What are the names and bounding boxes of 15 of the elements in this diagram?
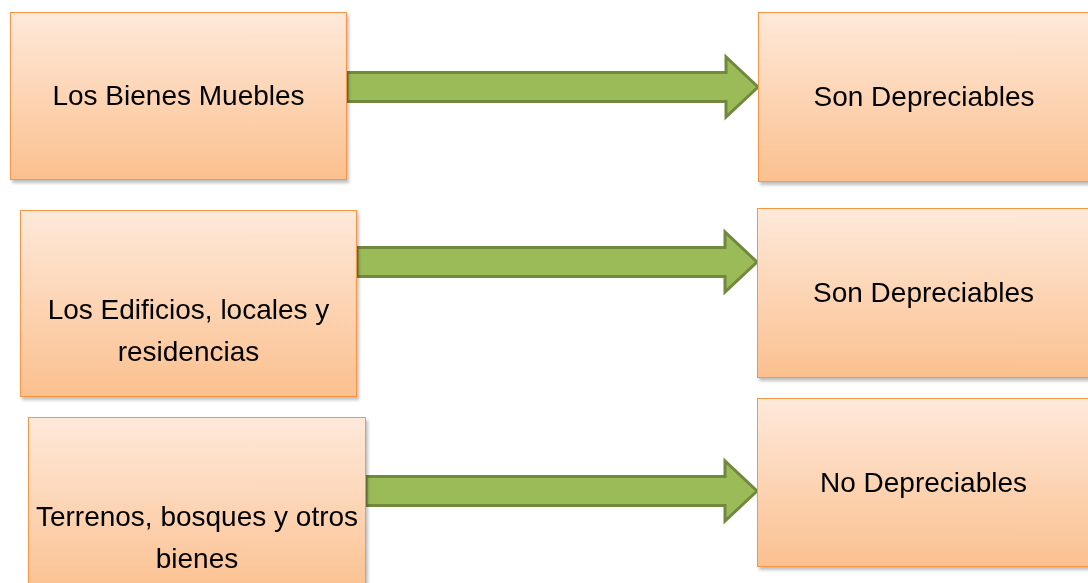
- process-box: [757, 208, 1088, 378]
- box-label: Los Bienes Muebles: [52, 79, 305, 113]
- process-box: [758, 12, 1088, 182]
- process-box: [10, 12, 347, 180]
- block-arrow: [345, 53, 761, 121]
- box-label: Son Depreciables: [813, 80, 1035, 114]
- process-box: [757, 398, 1088, 567]
- block-arrow: [364, 457, 760, 525]
- box-label: No Depreciables: [820, 465, 1027, 500]
- box-label: Son Depreciables: [813, 276, 1034, 310]
- box-label: Los Edificios, locales y residencias: [46, 293, 331, 369]
- block-arrow: [355, 228, 760, 296]
- process-box: [20, 210, 357, 397]
- box-label: Terrenos, bosques y otros bienes: [34, 500, 360, 576]
- process-box: [28, 417, 366, 583]
